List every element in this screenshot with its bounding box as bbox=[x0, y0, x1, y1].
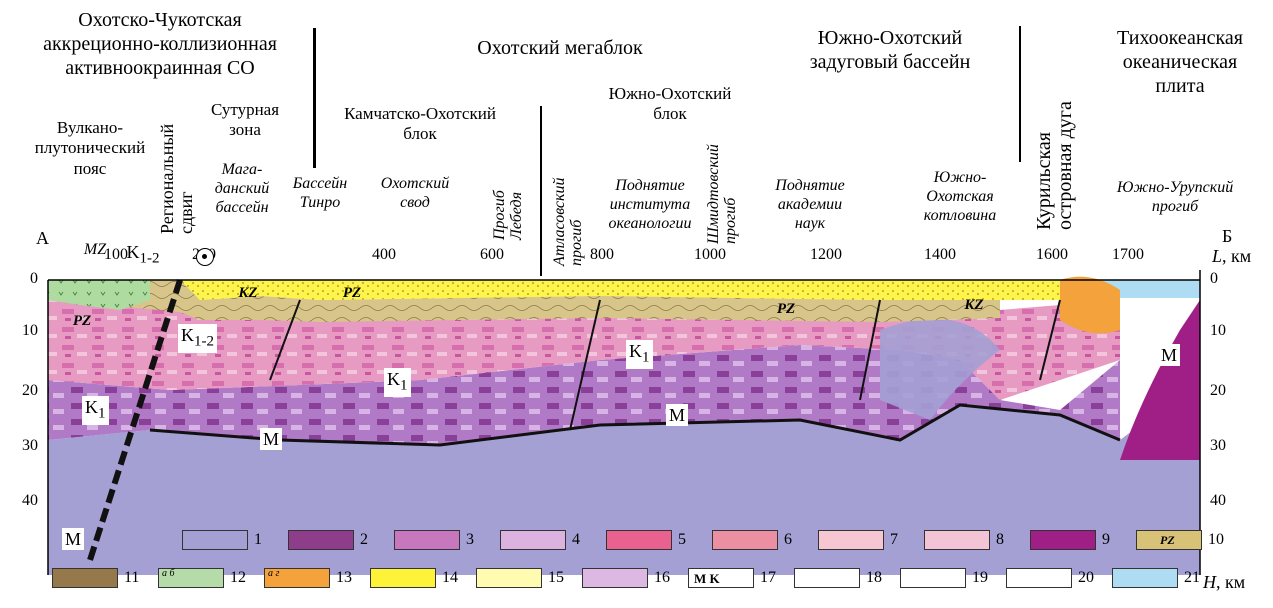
legend-number: 10 bbox=[1208, 531, 1224, 549]
rock-label-m-center: M bbox=[666, 404, 688, 426]
legend-swatch bbox=[500, 530, 566, 550]
legend-item-2: 2 bbox=[288, 530, 390, 552]
legend-swatch bbox=[794, 568, 860, 588]
rock-label-k12-top: K1-2 bbox=[118, 242, 168, 268]
legend-item-20: 20 bbox=[1006, 568, 1108, 590]
rock-label-k12-box-index: 1-2 bbox=[194, 334, 214, 350]
rock-label-pz-west: PZ bbox=[62, 312, 102, 330]
legend-item-4: 4 bbox=[500, 530, 602, 552]
legend-swatch bbox=[1112, 568, 1178, 588]
legend-item-11: 11 bbox=[52, 568, 154, 590]
legend-swatch bbox=[1030, 530, 1096, 550]
legend-number: 5 bbox=[678, 531, 686, 549]
legend-swatch bbox=[712, 530, 778, 550]
legend-item-19: 19 bbox=[900, 568, 1002, 590]
legend-number: 4 bbox=[572, 531, 580, 549]
rock-label-k1-right-index: 1 bbox=[642, 350, 650, 366]
legend-number: 20 bbox=[1078, 569, 1094, 587]
legend-swatch bbox=[288, 530, 354, 550]
rock-label-k1-right: K1 bbox=[626, 340, 653, 369]
legend-item-1: 1 bbox=[182, 530, 284, 552]
rock-label-pz-center: PZ bbox=[332, 284, 372, 302]
legend-number: 2 bbox=[360, 531, 368, 549]
legend-number: 6 bbox=[784, 531, 792, 549]
legend-item-12: 12 а б bbox=[158, 568, 260, 590]
legend-number: 17 bbox=[760, 569, 776, 587]
rock-label-m-pacific: M bbox=[1158, 344, 1180, 366]
legend-number: 7 bbox=[890, 531, 898, 549]
legend-item-7: 7 bbox=[818, 530, 920, 552]
legend-number: 16 bbox=[654, 569, 670, 587]
legend-item-16: 16 bbox=[582, 568, 684, 590]
legend-item-10: 10 PZ bbox=[1136, 530, 1238, 552]
legend-number: 11 bbox=[124, 569, 139, 587]
legend-swatch bbox=[606, 530, 672, 550]
rock-label-kz-east: KZ bbox=[954, 296, 994, 314]
rock-label-m-sw: M bbox=[62, 528, 84, 550]
legend-number: 15 bbox=[548, 569, 564, 587]
legend-item-18: 18 bbox=[794, 568, 896, 590]
legend-item-13: 13 а г bbox=[264, 568, 366, 590]
rock-label-k12-box: K1-2 bbox=[178, 324, 217, 353]
legend-item-3: 3 bbox=[394, 530, 496, 552]
rock-label-mz: MZ bbox=[70, 240, 120, 259]
legend-item-14: 14 bbox=[370, 568, 472, 590]
legend-item-6: 6 bbox=[712, 530, 814, 552]
rock-label-pz-east: PZ bbox=[766, 300, 806, 318]
rock-label-m-west: M bbox=[260, 428, 282, 450]
legend-number: 19 bbox=[972, 569, 988, 587]
legend-number: 12 bbox=[230, 569, 246, 587]
legend-swatch bbox=[394, 530, 460, 550]
rock-label-k1-center-symbol: K bbox=[387, 369, 400, 389]
legend-number: 1 bbox=[254, 531, 262, 549]
rock-label-k1-center-index: 1 bbox=[400, 378, 408, 394]
legend-number: 14 bbox=[442, 569, 458, 587]
rock-label-k1-left: K1 bbox=[82, 396, 109, 425]
legend-swatch bbox=[582, 568, 648, 588]
legend-number: 9 bbox=[1102, 531, 1110, 549]
legend-ab-tag: а б bbox=[162, 568, 175, 579]
legend-number: 3 bbox=[466, 531, 474, 549]
legend-number: 13 bbox=[336, 569, 352, 587]
legend-pz-tag: PZ bbox=[1160, 533, 1175, 548]
legend-number: 8 bbox=[996, 531, 1004, 549]
legend-swatch bbox=[476, 568, 542, 588]
legend-number: 18 bbox=[866, 569, 882, 587]
legend-item-21: 21 bbox=[1112, 568, 1214, 590]
legend-swatch bbox=[818, 530, 884, 550]
rock-label-k1-right-symbol: K bbox=[629, 341, 642, 361]
legend-m-k-tag: M K bbox=[694, 571, 720, 587]
rock-label-k12-top-index: 1-2 bbox=[140, 251, 160, 267]
legend-item-8: 8 bbox=[924, 530, 1026, 552]
rock-label-kz-west: KZ bbox=[228, 284, 268, 302]
legend-item-15: 15 bbox=[476, 568, 578, 590]
legend-number: 21 bbox=[1184, 569, 1200, 587]
rock-label-k12-top-symbol: K bbox=[127, 242, 140, 262]
legend-swatch bbox=[900, 568, 966, 588]
legend-ag-tag: а г bbox=[268, 568, 279, 579]
rock-label-k1-left-index: 1 bbox=[98, 406, 106, 422]
rock-label-k1-center: K1 bbox=[384, 368, 411, 397]
legend-swatch bbox=[52, 568, 118, 588]
legend-item-9: 9 bbox=[1030, 530, 1132, 552]
legend-swatch bbox=[182, 530, 248, 550]
strike-slip-marker-icon bbox=[196, 248, 214, 266]
legend-item-5: 5 bbox=[606, 530, 708, 552]
rock-label-k1-left-symbol: K bbox=[85, 397, 98, 417]
legend-swatch bbox=[370, 568, 436, 588]
legend-swatch bbox=[924, 530, 990, 550]
legend-item-17: 17 M K bbox=[688, 568, 790, 590]
rock-label-k12-box-symbol: K bbox=[181, 325, 194, 345]
legend-swatch bbox=[1006, 568, 1072, 588]
